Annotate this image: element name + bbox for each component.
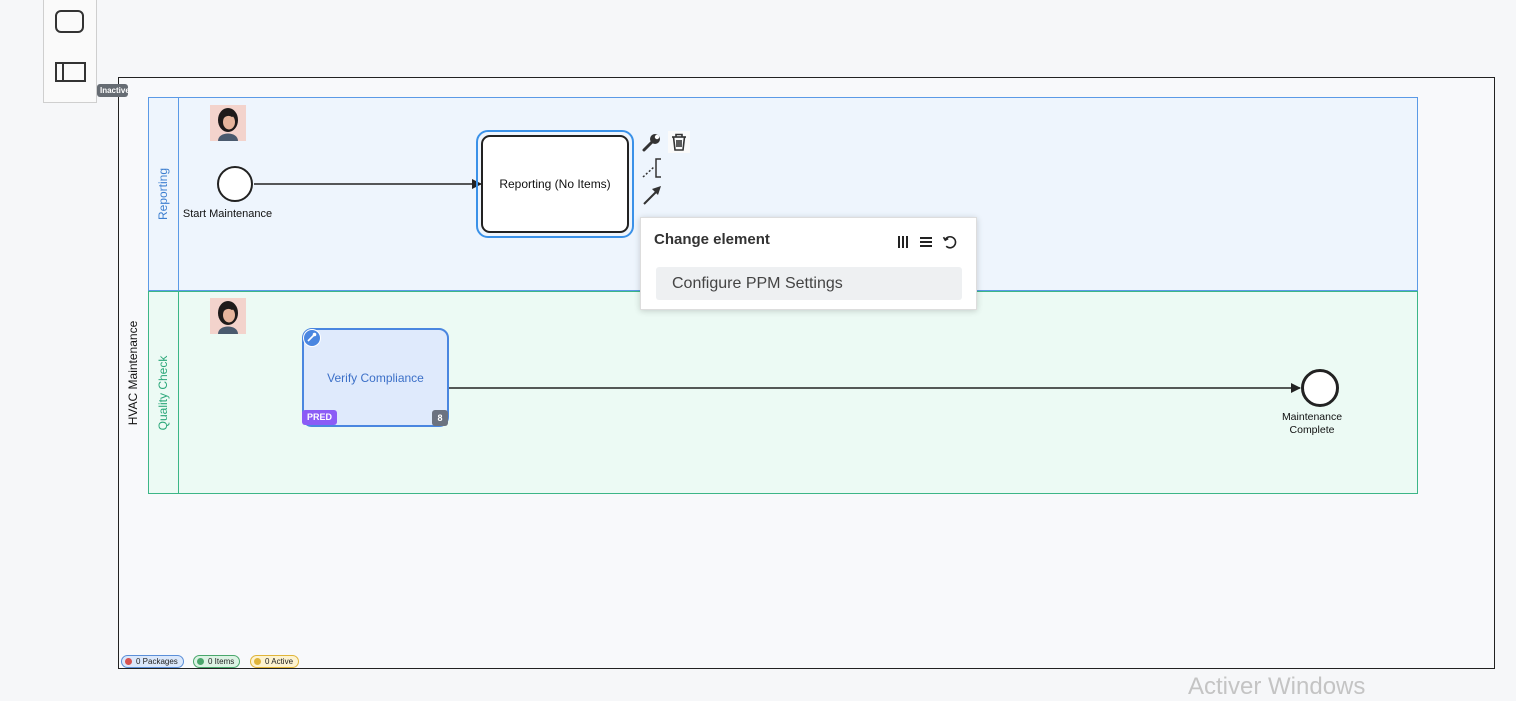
create-pool-tool-icon[interactable] [55,62,86,87]
check-icon [197,658,204,665]
count-badge: 8 [432,410,448,426]
avatar[interactable] [210,105,246,141]
items-chip: 0 Items [193,655,241,668]
active-icon [254,658,261,665]
lane-header: Quality Check [149,292,179,493]
avatar[interactable] [210,298,246,334]
task-label: Reporting (No Items) [499,177,611,191]
popup-title: Change element [654,231,770,248]
packages-count: 0 Packages [136,657,178,666]
start-event[interactable] [217,166,253,202]
task-reporting[interactable]: Reporting (No Items) [481,135,629,233]
end-event[interactable] [1301,369,1339,407]
packages-chip: 0 Packages [121,655,184,668]
pred-badge: PRED [302,410,338,425]
service-task-icon [303,329,321,347]
end-event-label-line: Maintenance [1281,411,1343,423]
text-annotation-icon[interactable] [641,157,663,179]
lane-header: Reporting [149,98,179,290]
items-count: 0 Items [208,657,235,666]
reset-icon[interactable] [942,234,958,250]
active-count: 0 Active [265,657,294,666]
lane-quality-check[interactable]: Quality Check [148,291,1418,494]
trash-icon[interactable] [668,131,690,153]
create-task-tool-icon[interactable] [55,10,86,35]
package-icon [125,658,132,665]
connect-arrow-icon[interactable] [641,184,663,206]
popup-item-configure-ppm-settings[interactable]: Configure PPM Settings [656,267,962,300]
end-event-label: Maintenance Complete [1270,411,1354,437]
task-label: Verify Compliance [327,370,424,385]
status-badge: Inactive [97,84,128,97]
active-chip: 0 Active [250,655,300,668]
start-event-label: Start Maintenance [182,208,273,220]
end-event-label-line: Complete [1289,424,1335,436]
change-element-popup: Change element Configure PPM Settings [640,217,977,310]
wrench-icon[interactable] [641,131,663,153]
list-icon[interactable] [918,234,934,250]
windows-activation-watermark: Activer Windows [1188,673,1366,700]
columns-icon[interactable] [895,234,911,250]
selection-outline [476,130,634,238]
tool-palette [43,0,97,103]
